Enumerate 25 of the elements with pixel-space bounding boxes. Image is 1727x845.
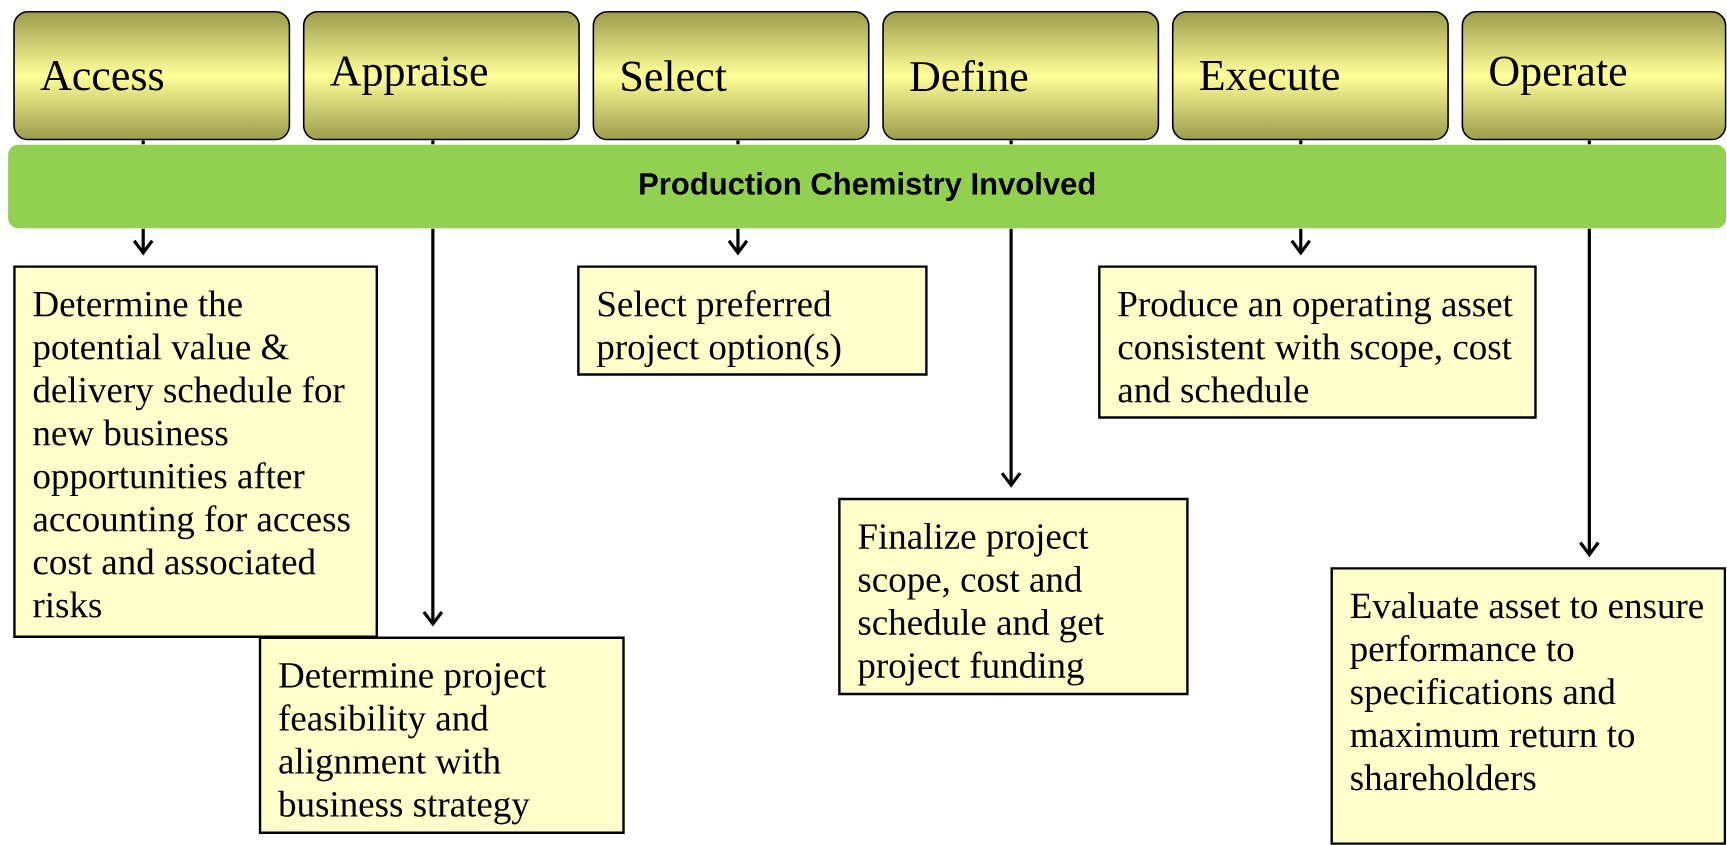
- description-box: Finalize project scope, cost and schedule and get project funding: [838, 497, 1189, 696]
- phase-box: Define: [882, 11, 1160, 141]
- connector-line: [1299, 140, 1303, 145]
- arrow: [1290, 228, 1312, 256]
- phase-box: Access: [13, 11, 291, 141]
- arrow: [132, 228, 154, 256]
- phase-box: Select: [592, 11, 870, 141]
- description-box: Determine project feasibility and alignment with business strategy: [258, 636, 625, 835]
- description-box: Select preferred project option(s): [577, 265, 928, 376]
- connector-line: [141, 140, 145, 145]
- description-box: Determine the potential value & delivery schedule for new business opportunities after accounting for access cost and associated risks: [13, 265, 378, 639]
- connector-line: [431, 140, 435, 145]
- phase-box: Appraise: [302, 11, 580, 141]
- connector-line: [736, 140, 740, 145]
- arrow: [1579, 228, 1600, 558]
- arrow: [422, 228, 444, 627]
- description-box: Evaluate asset to ensure performance to specifications and maximum return to shareholders: [1330, 567, 1727, 845]
- connector-line: [1009, 140, 1013, 145]
- connector-line: [1587, 140, 1591, 145]
- phase-box: Execute: [1171, 11, 1449, 141]
- arrow: [727, 228, 749, 256]
- phase-box: Operate: [1461, 11, 1727, 141]
- arrow: [1000, 228, 1022, 488]
- description-box: Produce an operating asset consistent with scope, cost and schedule: [1098, 265, 1537, 419]
- banner: Production Chemistry Involved: [8, 144, 1727, 229]
